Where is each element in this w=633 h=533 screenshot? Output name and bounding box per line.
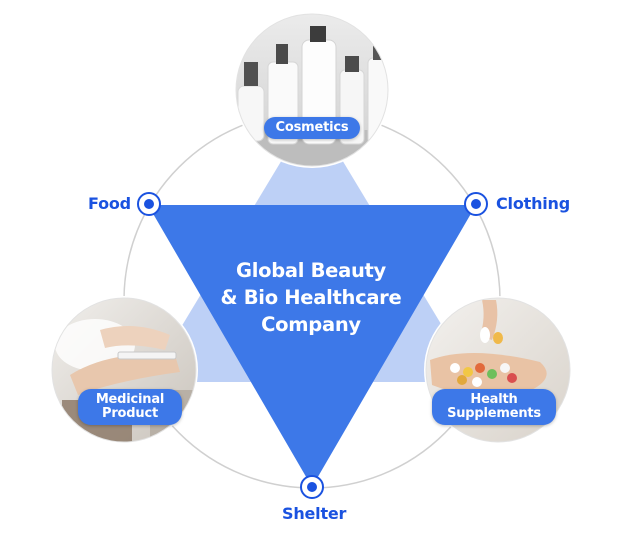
shelter-label: Shelter — [282, 504, 347, 523]
center-title: Global Beauty & Bio Healthcare Company — [220, 259, 402, 336]
food-label: Food — [88, 194, 131, 213]
cosmetics-photo — [234, 12, 390, 168]
cosmetics-label: Cosmetics — [264, 117, 360, 139]
clothing-label: Clothing — [496, 194, 570, 213]
clothing-node-marker — [464, 192, 488, 216]
downward-triangle — [148, 205, 476, 487]
medicinal-product-label: Medicinal Product — [78, 389, 182, 425]
food-node-marker — [137, 192, 161, 216]
health-supplements-label: Health Supplements — [432, 389, 556, 425]
shelter-node-marker — [300, 475, 324, 499]
